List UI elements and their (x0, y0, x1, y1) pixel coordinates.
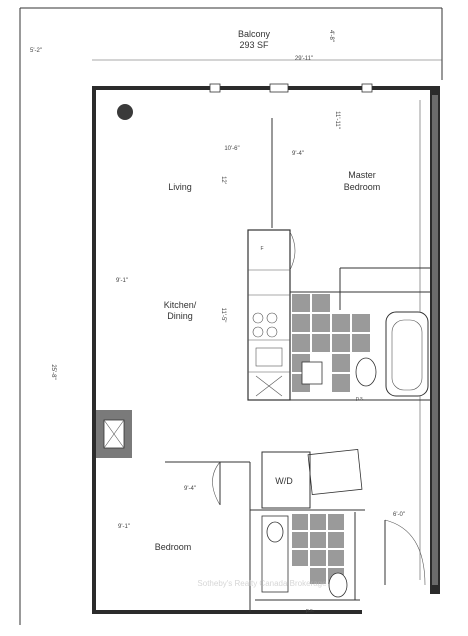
fridge-label: F (260, 246, 263, 252)
column-circle (117, 104, 133, 120)
second-bath-fixtures (255, 512, 360, 601)
entry-door-swing (384, 519, 426, 586)
balcony-side-dim: 4'-8" (328, 30, 334, 42)
master-label: Master (348, 170, 376, 180)
window-marks (209, 83, 373, 93)
balcony-outline (19, 7, 443, 625)
kitchen-counter (247, 229, 291, 401)
right-small-dim: 6'-0" (393, 512, 405, 518)
master-depth-dim: 11'-11" (334, 111, 340, 129)
left-long-dim: 25'-8" (50, 364, 56, 379)
kitchen-label: Kitchen/ (164, 300, 197, 310)
column-square (96, 410, 132, 458)
master-bedroom-label: Bedroom (344, 182, 381, 192)
dining-label: Dining (167, 311, 193, 321)
living-depth-dim: 12' (220, 176, 226, 184)
laundry-area (250, 449, 365, 511)
master-bath-fixtures (301, 311, 429, 397)
ps-note-top: p.s. (356, 396, 364, 402)
kitchen-depth-dim: 11'-5" (220, 308, 226, 323)
balcony-label: Balcony (238, 29, 271, 39)
balcony-top-dim: 29'-11" (295, 56, 313, 62)
bedroom-label: Bedroom (155, 542, 192, 552)
second-bath-tiles (292, 514, 344, 584)
living-width-dim: 10'-6" (224, 146, 239, 152)
bedroom-walls (165, 461, 251, 612)
balcony-left-dim: 5'-2" (30, 48, 42, 54)
ps-note-bottom: p.s. (306, 608, 314, 614)
master-door-swing (289, 231, 296, 271)
washer-dryer-label: W/D (275, 476, 293, 486)
living-left-dim: 9'-1" (116, 278, 128, 284)
living-label: Living (168, 182, 192, 192)
bedroom-width-dim: 9'-1" (118, 524, 130, 530)
master-width-dim: 9'-4" (292, 151, 304, 157)
watermark-text: Sotheby's Realty Canada Brokerage (197, 579, 327, 588)
bedroom-depth-dim: 9'-4" (184, 486, 196, 492)
balcony-area: 293 SF (239, 40, 269, 50)
